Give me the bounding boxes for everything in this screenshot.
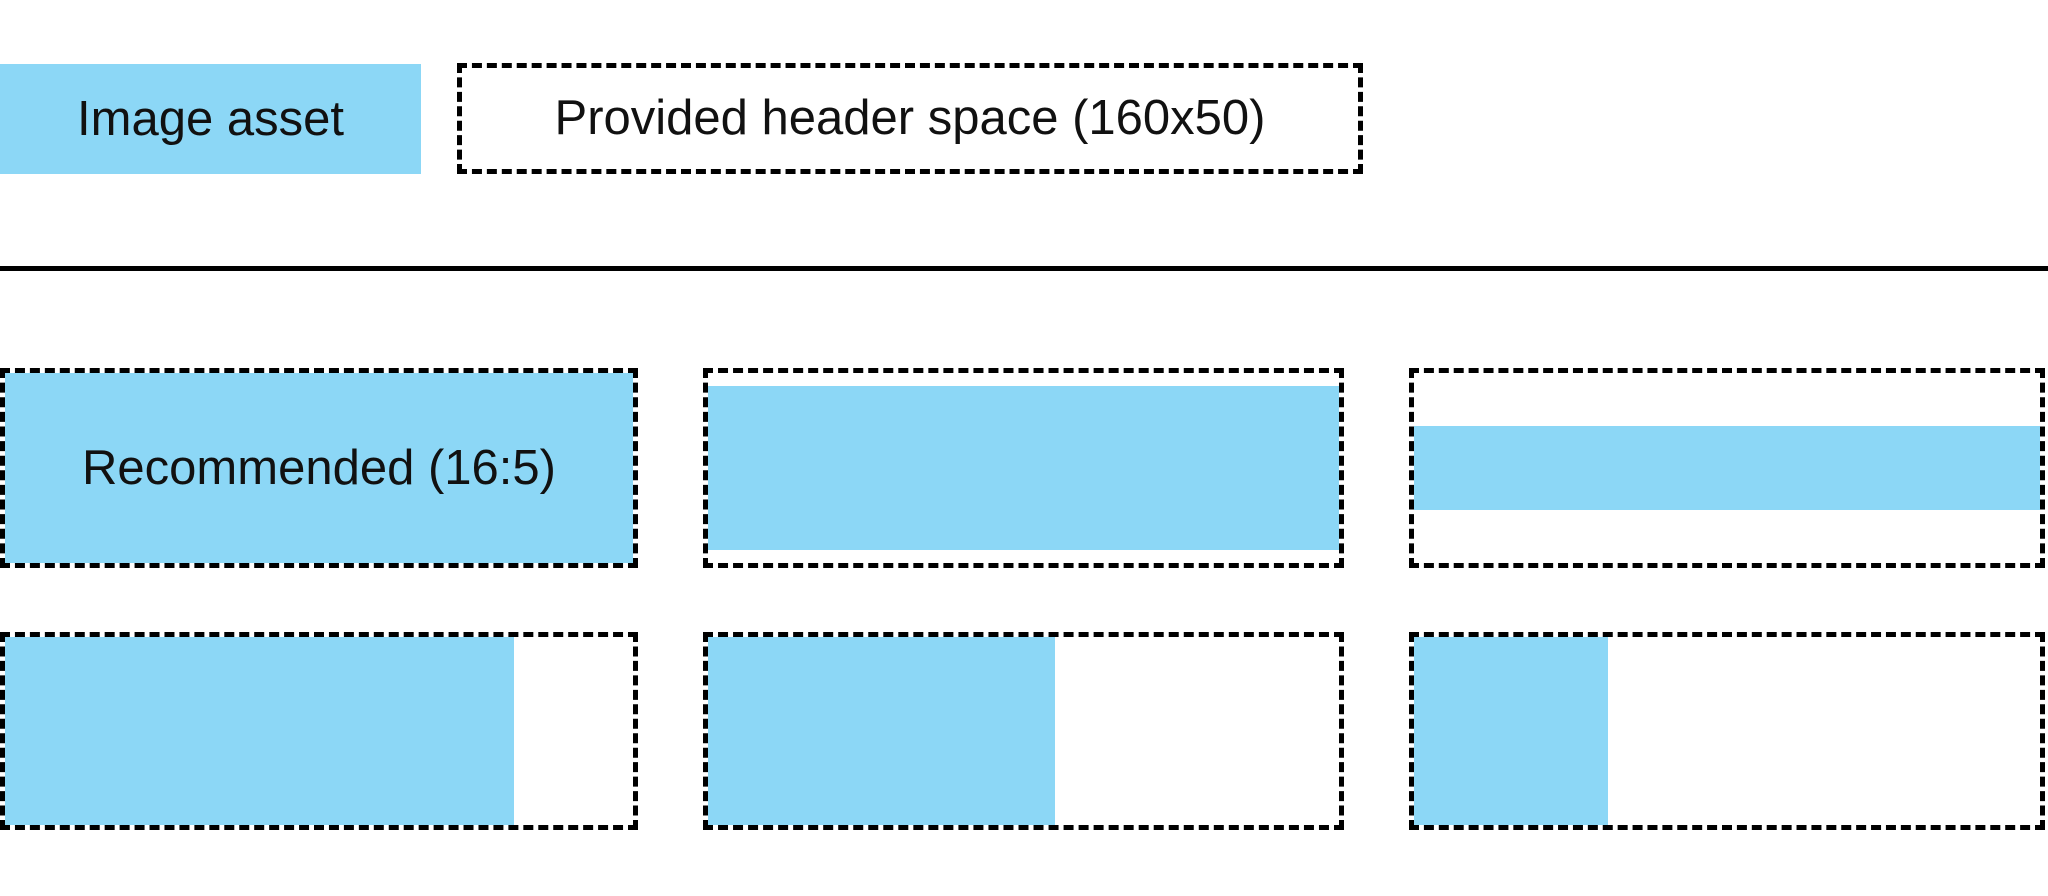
example-tile-partial-width-small (1409, 632, 2045, 830)
image-asset-fill (708, 386, 1339, 550)
example-tile-partial-width-medium (703, 632, 1344, 830)
image-asset-fill (1414, 426, 2040, 510)
example-tile-full-width-thin-bar (1409, 368, 2045, 568)
recommended-label: Recommended (16:5) (82, 440, 556, 495)
provided-header-space-box: Provided header space (160x50) (457, 63, 1363, 174)
image-asset-fill (708, 637, 1056, 825)
example-tile-partial-width-large (0, 632, 638, 830)
example-tile-recommended: Recommended (16:5) (0, 368, 638, 568)
image-asset-label: Image asset (77, 91, 344, 146)
section-divider (0, 266, 2048, 271)
image-asset-fill (5, 373, 633, 563)
image-asset-legend-swatch: Image asset (0, 64, 421, 174)
image-asset-fill (1414, 637, 1609, 825)
image-asset-fill (5, 637, 514, 825)
example-tile-full-width-tall (703, 368, 1344, 568)
provided-header-space-label: Provided header space (160x50) (554, 91, 1266, 145)
